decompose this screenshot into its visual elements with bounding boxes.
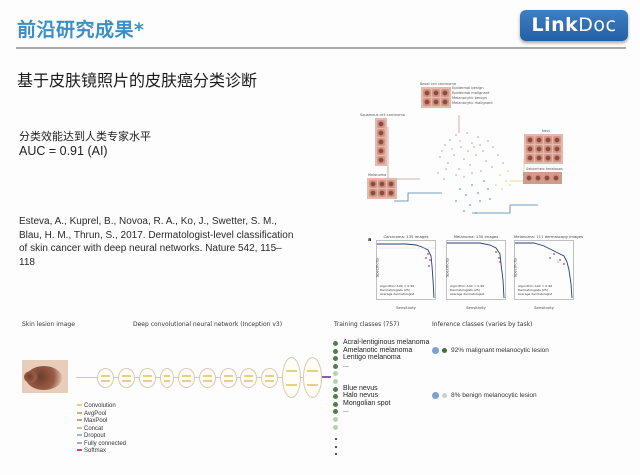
cluster-label-seborrheic: Seborrheic keratoses — [526, 167, 563, 171]
inception-module — [160, 368, 174, 388]
softmax-connector — [322, 376, 331, 378]
roc-chart-carcinoma: Carcinoma: 135 images Specificity Algori… — [374, 234, 436, 310]
roc-legend: Algorithm: AUC = 0.96 Dermatologists (25… — [380, 284, 415, 296]
legend-item: MaxPool — [77, 418, 126, 426]
inception-module — [139, 368, 156, 388]
auc-value: AUC = 0.91 (AI) — [19, 144, 108, 158]
legend-item: Concat — [77, 426, 126, 434]
melanoma-thumbnails — [367, 178, 397, 199]
roc-panel-letter: a — [368, 237, 372, 243]
inference-class-malignant: 92% malignant melanocytic lesion — [432, 347, 549, 354]
network-label: Deep convolutional neural network (Incep… — [133, 321, 283, 328]
input-label: Skin lesion image — [22, 321, 75, 328]
inception-module-large — [303, 357, 322, 398]
aggregation-node-icon — [432, 347, 439, 354]
inception-module — [240, 368, 257, 388]
legend-item: Convolution — [77, 403, 126, 411]
legend-item: AvgPool — [77, 411, 126, 419]
aggregation-node-icon — [432, 392, 439, 399]
legend-item: Softmax — [77, 448, 126, 456]
header-divider — [16, 47, 626, 49]
inception-module-large — [282, 357, 301, 398]
cluster-label-squamous: Squamous cell carcinoma — [360, 113, 405, 117]
legend-item: Fully connected — [77, 441, 126, 449]
network-backbone — [76, 377, 316, 378]
inception-module — [118, 368, 135, 388]
cluster-label-melanoma: Melanoma — [368, 173, 387, 177]
roc-chart-melanoma: Melanoma: 130 images Specificity Algorit… — [444, 234, 506, 310]
layer-type-legend: Convolution AvgPool MaxPool Concat Dropo… — [77, 403, 126, 456]
inference-class-benign: 8% benign melanocytic lesion — [432, 392, 537, 399]
inference-classes-label: Inference classes (varies by task) — [432, 321, 533, 328]
inception-module — [199, 368, 216, 388]
slide-title: 前沿研究成果* — [17, 19, 145, 41]
training-classes-label: Training classes (757) — [334, 321, 400, 328]
nevi-thumbnails — [524, 134, 563, 164]
inception-module — [97, 368, 114, 388]
linkdoc-logo: LinkDoc — [520, 10, 628, 41]
performance-claim: 分类效能达到人类专家水平 AUC = 0.91 (AI) — [19, 130, 151, 158]
squamous-thumbnails — [375, 118, 387, 166]
inception-module — [261, 368, 278, 388]
cluster-label-basal: Basal cell carcinoma — [420, 82, 456, 86]
inception-module — [220, 368, 237, 388]
slide-subtitle: 基于皮肤镜照片的皮肤癌分类诊断 — [17, 71, 258, 90]
seborrheic-thumbnails — [523, 172, 562, 184]
citation: Esteva, A., Kuprel, B., Novoa, R. A., Ko… — [19, 216, 294, 268]
inception-module — [178, 368, 195, 388]
skin-lesion-image — [22, 360, 68, 393]
legend-item: Dropout — [77, 433, 126, 441]
basal-thumbnails — [421, 87, 451, 108]
claim-text: 分类效能达到人类专家水平 — [19, 130, 151, 143]
tsne-figure: Basal cell carcinoma Epidermal benign Ep… — [360, 82, 580, 230]
category-legend: Epidermal benign Epidermal malignant Mel… — [452, 86, 493, 105]
roc-chart-melanoma-dermoscopy: Melanoma: 111 dermoscopy images Specific… — [512, 234, 584, 310]
cluster-label-nevi: Nevi — [542, 129, 550, 133]
